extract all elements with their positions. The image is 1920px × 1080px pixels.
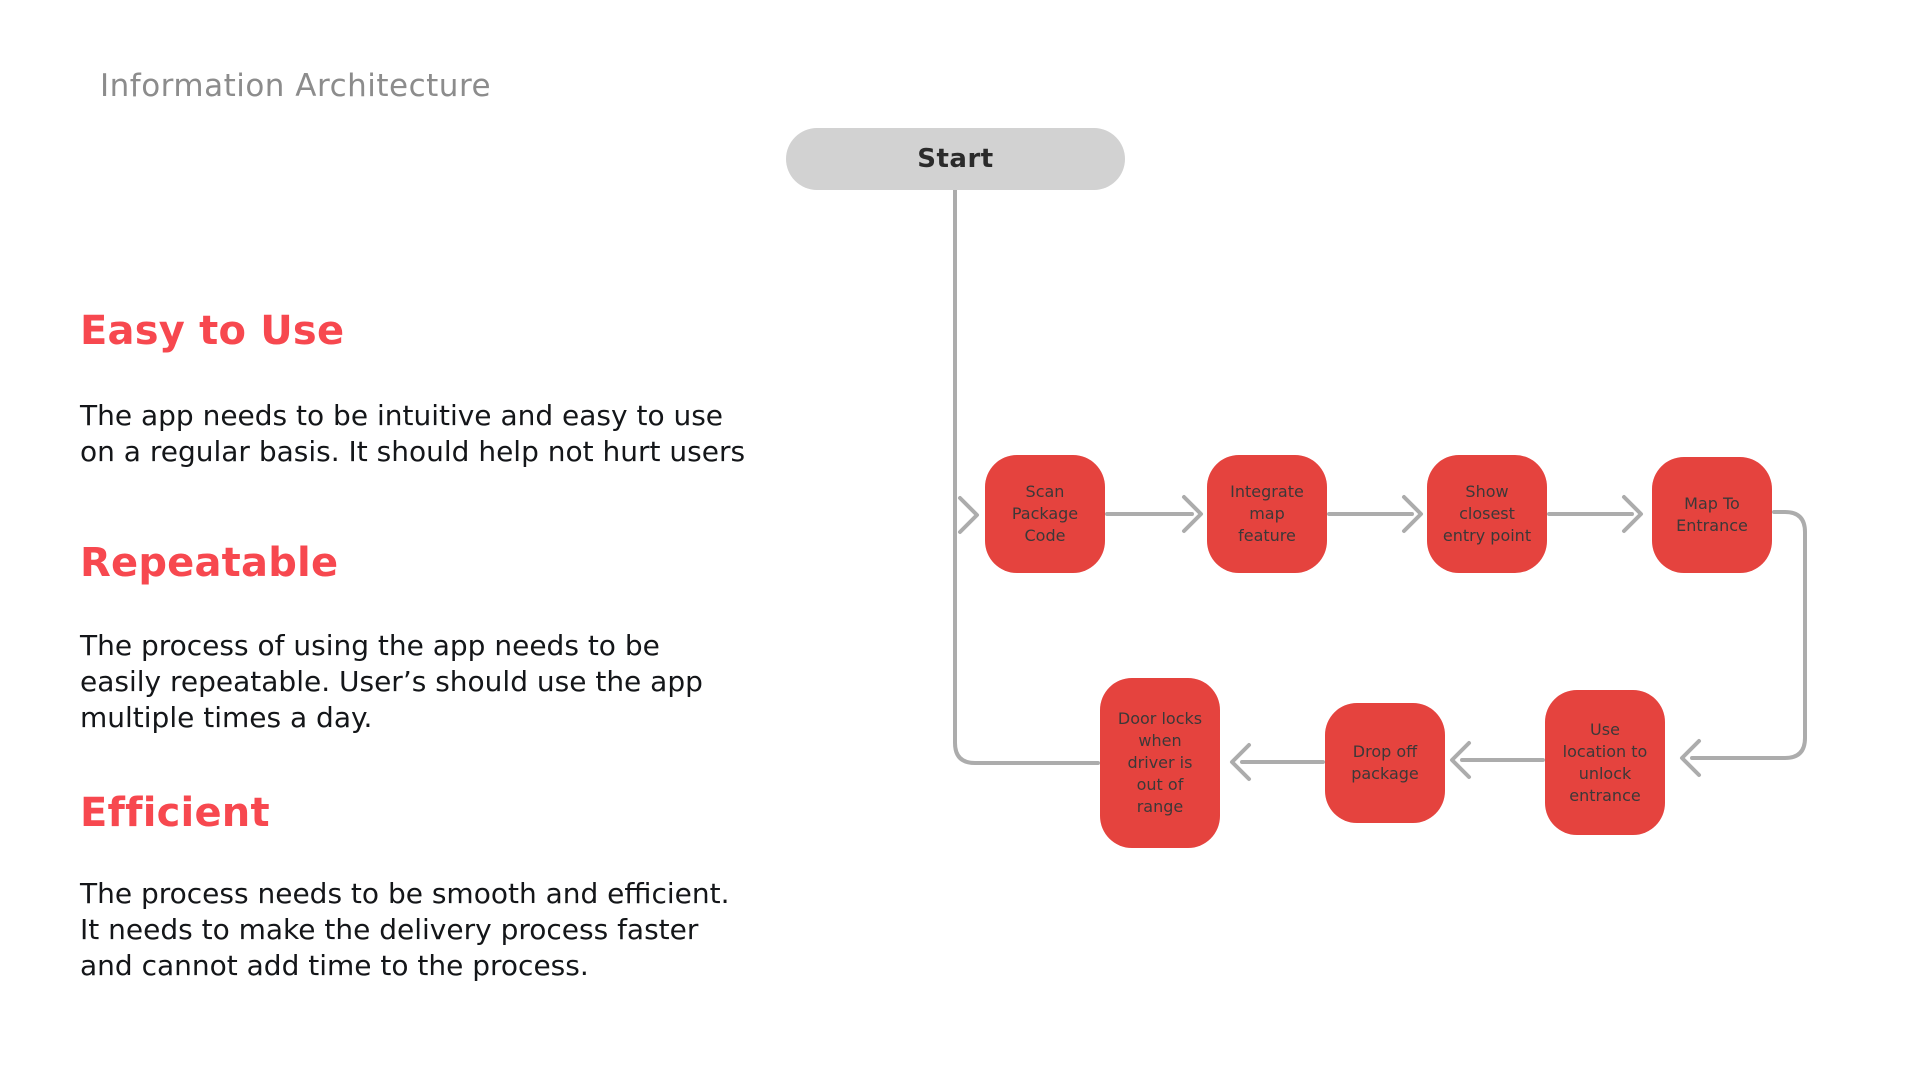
section-heading-efficient: Efficient (80, 790, 270, 836)
arrowhead-into-integrate-map (1182, 495, 1203, 533)
arrowhead-into-door-locks (1230, 743, 1251, 781)
arrowhead-into-scan-package-code (958, 496, 979, 534)
page-title: Information Architecture (100, 68, 492, 104)
arrowhead-into-show-closest (1402, 495, 1423, 533)
arrowhead-into-map-to-entrance (1622, 495, 1643, 533)
section-body-easy-to-use: The app needs to be intuitive and easy t… (80, 399, 746, 468)
arrowhead-into-drop-off (1450, 741, 1471, 779)
flow-node-integrate-map-feature: Integrate map feature (1207, 455, 1327, 573)
flow-node-door-locks-when-driver-out-of-range: Door locks when driver is out of range (1100, 678, 1220, 848)
flow-node-drop-off-package: Drop off package (1325, 703, 1445, 823)
flow-node-scan-package-code: Scan Package Code (985, 455, 1105, 573)
flow-node-start: Start (786, 128, 1125, 190)
section-heading-repeatable: Repeatable (80, 540, 339, 586)
section-body-efficient: The process needs to be smooth and effic… (80, 877, 730, 982)
section-body-repeatable: The process of using the app needs to be… (80, 629, 703, 734)
flow-node-show-closest-entry-point: Show closest entry point (1427, 455, 1547, 573)
arrowhead-into-use-location (1680, 739, 1701, 777)
flow-node-map-to-entrance: Map To Entrance (1652, 457, 1772, 573)
section-heading-easy-to-use: Easy to Use (80, 308, 345, 354)
flow-node-use-location-to-unlock-entrance: Use location to unlock entrance (1545, 690, 1665, 835)
